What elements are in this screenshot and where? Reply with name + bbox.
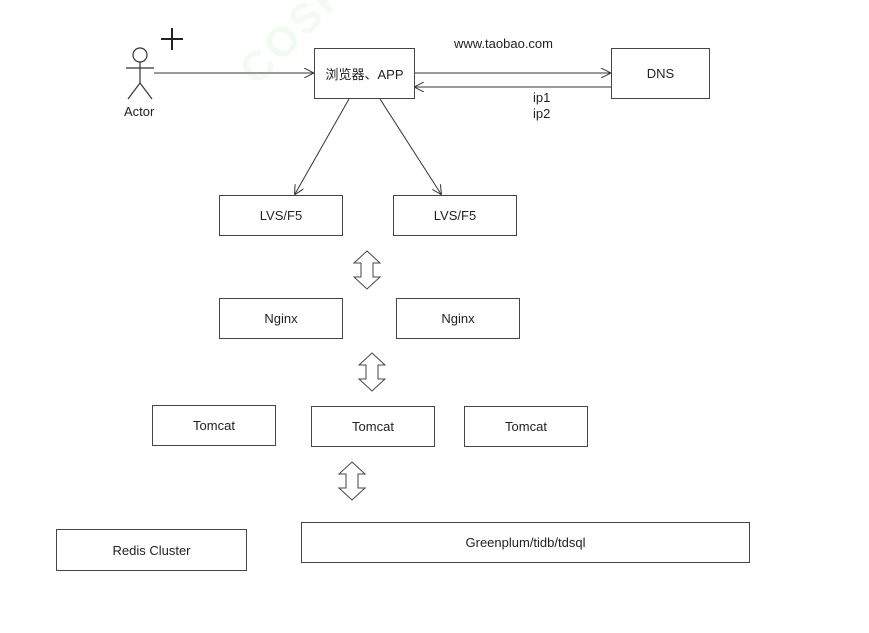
plus-icon (161, 28, 183, 50)
ip1-label: ip1 (533, 90, 551, 105)
tomcat-node-2-label: Tomcat (352, 419, 394, 434)
db-node-label: Greenplum/tidb/tdsql (465, 535, 586, 550)
lvs-nginx-double-arrow (352, 250, 382, 290)
dns-node: DNS (611, 48, 710, 99)
lvs-node-2: LVS/F5 (393, 195, 517, 236)
tomcat-node-1: Tomcat (152, 405, 276, 446)
actor-label: Actor (124, 104, 155, 119)
nginx-node-2: Nginx (396, 298, 520, 339)
db-node: Greenplum/tidb/tdsql (301, 522, 750, 563)
tomcat-db-double-arrow (337, 461, 367, 501)
lvs-node-1-label: LVS/F5 (259, 208, 303, 223)
client-node: 浏览器、APP (314, 48, 415, 99)
tomcat-node-2: Tomcat (311, 406, 435, 447)
dns-node-label: DNS (646, 66, 675, 81)
nginx-node-2-label: Nginx (441, 311, 475, 326)
nginx-tomcat-double-arrow (357, 352, 387, 392)
client-node-label: 浏览器、APP (325, 67, 404, 82)
client-to-lvs1-arrow (295, 98, 350, 194)
redis-node: Redis Cluster (56, 529, 247, 571)
lvs-node-1: LVS/F5 (219, 195, 343, 236)
client-to-lvs2-arrow (379, 98, 441, 194)
nginx-node-1-label: Nginx (264, 311, 298, 326)
lvs-node-2-label: LVS/F5 (433, 208, 477, 223)
domain-label: www.taobao.com (454, 36, 553, 51)
redis-node-label: Redis Cluster (112, 542, 191, 558)
tomcat-node-1-label: Tomcat (193, 418, 235, 433)
tomcat-node-3-label: Tomcat (505, 419, 547, 434)
nginx-node-1: Nginx (219, 298, 343, 339)
ip2-label: ip2 (533, 106, 551, 121)
tomcat-node-3: Tomcat (464, 406, 588, 447)
actor-icon (126, 47, 154, 100)
